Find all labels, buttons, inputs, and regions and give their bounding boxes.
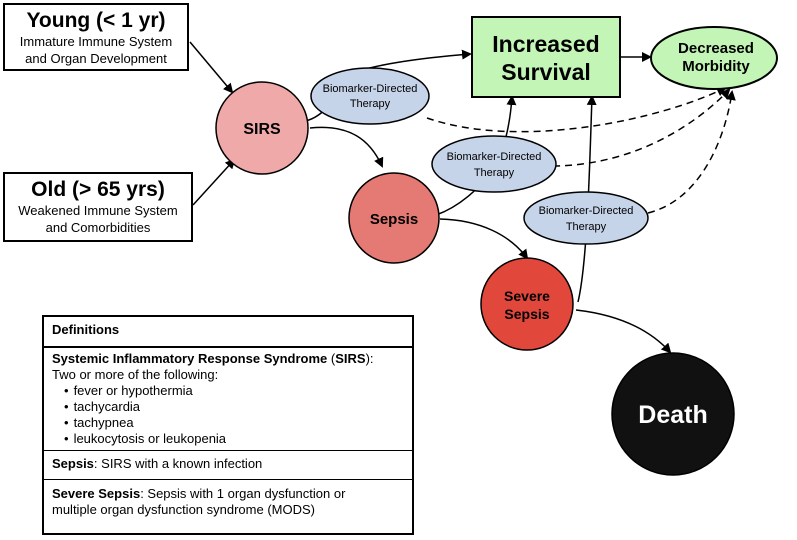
sirs-criteria-list: fever or hypothermia tachycardia tachypn… <box>52 383 404 447</box>
severe-text: : Sepsis with 1 organ dysfunction or <box>140 486 346 501</box>
increased-survival-line2: Survival <box>501 59 591 85</box>
arrow-severe-to-death <box>575 309 672 354</box>
therapy-node-2 <box>431 135 557 193</box>
sirs-criterion: tachypnea <box>64 415 404 431</box>
definition-sirs-title: Systemic Inflammatory Response Syndrome … <box>52 351 404 367</box>
therapy-3-line2: Therapy <box>566 221 607 233</box>
therapy-node-3 <box>523 191 649 245</box>
therapy-1-line1: Biomarker-Directed <box>323 83 418 95</box>
sirs-node <box>215 81 309 175</box>
sirs-criterion: fever or hypothermia <box>64 383 404 399</box>
therapy-node-1 <box>310 67 430 125</box>
increased-survival-box <box>471 16 621 98</box>
sirs-abbr: SIRS <box>335 351 366 366</box>
sepsis-label: Sepsis <box>370 211 418 228</box>
definitions-table: Definitions Systemic Inflammatory Respon… <box>42 315 414 535</box>
dashed-arrow-therapy3-to-morbidity <box>647 90 736 214</box>
dashed-arrow-therapy2-to-morbidity <box>552 88 731 167</box>
severe-sepsis-line1: Severe <box>504 288 550 304</box>
definition-severe-sepsis: Severe Sepsis: Sepsis with 1 organ dysfu… <box>44 480 412 522</box>
therapy-3-line1: Biomarker-Directed <box>539 205 634 217</box>
sepsis-node <box>348 172 440 264</box>
old-title: Old (> 65 yrs) <box>31 178 165 201</box>
arrow-young-to-sirs <box>189 41 234 94</box>
decreased-morbidity-line1: Decreased <box>678 40 754 57</box>
old-box: Old (> 65 yrs) Weakened Immune System an… <box>3 172 193 242</box>
definition-sepsis: Sepsis: SIRS with a known infection <box>44 451 412 480</box>
young-line2: and Organ Development <box>25 51 167 66</box>
sirs-label: SIRS <box>243 121 281 138</box>
arrow-sepsis-to-severe <box>439 218 529 260</box>
sepsis-text: : SIRS with a known infection <box>93 456 263 471</box>
decreased-morbidity-line2: Morbidity <box>682 58 750 75</box>
old-line1: Weakened Immune System <box>18 203 178 218</box>
young-title: Young (< 1 yr) <box>26 9 166 32</box>
arrow-sirs-to-sepsis <box>309 126 384 168</box>
severe-text-2: multiple organ dysfunction syndrome (MOD… <box>52 502 315 517</box>
sirs-intro: Two or more of the following: <box>52 367 219 382</box>
arrow-old-to-sirs <box>192 158 236 206</box>
therapy-2-line1: Biomarker-Directed <box>447 151 542 163</box>
sirs-criterion: leukocytosis or leukopenia <box>64 431 404 447</box>
therapy-2-line2: Therapy <box>474 167 515 179</box>
sirs-abbr-open: ( <box>327 351 336 366</box>
sirs-criterion: tachycardia <box>64 399 404 415</box>
sirs-term: Systemic Inflammatory Response Syndrome <box>52 351 328 366</box>
young-box: Young (< 1 yr) Immature Immune System an… <box>3 3 189 71</box>
sepsis-term: Sepsis <box>52 456 94 471</box>
sirs-abbr-close: ): <box>365 351 374 366</box>
dashed-arrow-therapy1-to-morbidity <box>426 87 727 133</box>
death-node <box>611 352 735 476</box>
definition-sirs: Systemic Inflammatory Response Syndrome … <box>44 348 412 451</box>
dashed-arrows <box>426 87 736 214</box>
death-label: Death <box>638 401 707 429</box>
therapy-1-line2: Therapy <box>350 98 391 110</box>
definitions-header: Definitions <box>44 317 412 348</box>
increased-survival-line1: Increased <box>492 31 599 57</box>
young-line1: Immature Immune System <box>19 34 173 49</box>
severe-sepsis-node <box>480 257 574 351</box>
old-line2: and Comorbidities <box>45 220 151 235</box>
severe-sepsis-line2: Sepsis <box>504 306 549 322</box>
severe-term: Severe Sepsis <box>52 486 141 501</box>
decreased-morbidity-node <box>650 26 778 90</box>
